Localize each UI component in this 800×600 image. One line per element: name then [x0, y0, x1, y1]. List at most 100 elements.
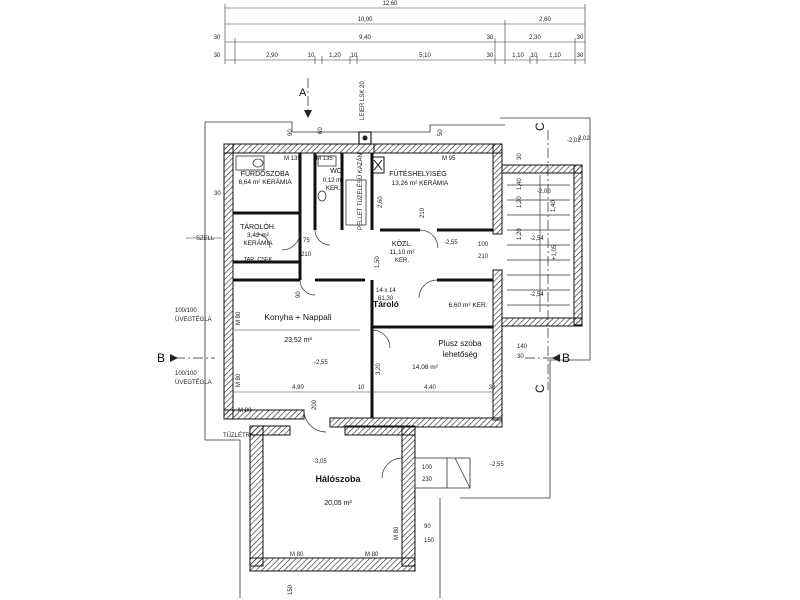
dim-bed-door2: 230	[422, 477, 433, 483]
dim-row2-b: 9,40	[359, 35, 371, 41]
room-storage-area: 6,60 m² KER.	[448, 302, 487, 309]
glass-block-1b: ÜVEGTÉGLA	[175, 316, 212, 323]
dim-v260: 2,60	[378, 196, 384, 208]
dim-v210: 210	[420, 207, 426, 218]
bathroom-fixtures	[235, 155, 367, 226]
room-corridor-area: 11,10 m²	[389, 249, 415, 256]
room-pantry-name: TÁROLÓH.	[240, 222, 276, 231]
dim-row1-a: 10,00	[357, 17, 373, 23]
dim-door-a: 75	[303, 238, 310, 244]
level-kitchen: -2,55	[314, 360, 328, 366]
glass-block-1a: 100/100	[175, 308, 197, 314]
dim-corr-a: 1,50	[375, 256, 381, 268]
exterior-steps	[414, 457, 471, 489]
dim-v120: 1,20	[517, 196, 523, 208]
glass-block-2a: 100/100	[175, 371, 197, 377]
lintel-m80-side1: M 80	[236, 311, 242, 325]
dim-bed-bottom: 150	[288, 584, 294, 595]
dim-row3-c: 10	[308, 53, 315, 59]
room-corridor-floor: KER.	[395, 258, 409, 264]
section-b-right-label: B	[562, 351, 570, 365]
room-storage-name: Tároló	[373, 299, 399, 309]
room-pantry-note: TAR. CSEK	[244, 257, 273, 263]
dim-row3-d: 1,20	[329, 53, 341, 59]
lintel-m135-b: M 135	[316, 156, 333, 162]
glass-block-2b: ÜVEGTÉGLA	[175, 379, 212, 386]
dim-right-c: 30	[517, 153, 523, 160]
dim-right-a: 1,20	[517, 228, 523, 240]
level-right-ext: -2,00	[537, 189, 551, 195]
section-b-left-arrow	[170, 354, 178, 362]
room-corridor-name: KÖZL.	[392, 240, 412, 248]
dim-row1-b: 2,60	[539, 17, 551, 23]
section-a-label: A	[299, 87, 307, 99]
dim-k30: 30	[489, 385, 496, 391]
annotations: SZELL PELLET TÜZELÉSŰ KAZÁN 100/100 ÜVEG…	[175, 153, 558, 558]
room-wc-area: 0,12 m²	[323, 178, 343, 184]
room-pantry-area: 3,42 m²	[247, 232, 270, 239]
lintel-m80-bed2: M 80	[365, 552, 379, 558]
leier-label: LEIER LSK 20	[360, 81, 366, 120]
room-bathroom-name: FÜRDŐSZOBA	[241, 169, 290, 178]
section-b-left-label: B	[157, 351, 165, 365]
top-dimension-chains	[224, 4, 586, 64]
section-c-bottom-label: C	[533, 384, 547, 393]
room-boiler-area: 13,26 m² KERÁMIA	[392, 178, 449, 187]
stair-note: +1,05	[552, 244, 558, 260]
dim-right-140: 140	[517, 344, 528, 350]
dim-kitchen-width: 4,90	[292, 385, 304, 391]
hatch-label: 14 x 14	[376, 288, 396, 294]
dim-v200: 200	[312, 399, 318, 410]
room-bedroom-name: Hálószoba	[315, 474, 361, 484]
dim-bed-win2: 150	[424, 538, 435, 544]
room-kitchen-name: Konyha + Nappali	[264, 312, 331, 322]
dim-v50: 50	[438, 129, 444, 136]
dim-kitchen-h: 3,20	[376, 363, 382, 375]
room-extra-name-2: lehetőség	[443, 350, 478, 359]
dim-extra-width: 4,40	[424, 385, 436, 391]
dim-total: 12,60	[382, 1, 398, 7]
dim-row3-k: 30	[577, 53, 584, 59]
dim-v90: 90	[296, 291, 302, 298]
dim-right-e: 2,02	[578, 136, 590, 142]
room-bathroom-area: 6,64 m² KERÁMIA	[238, 177, 292, 186]
dim-row3-h: 1,10	[512, 53, 524, 59]
dim-k10: 10	[358, 385, 365, 391]
szell-label: SZELL	[196, 236, 215, 242]
dim-row2-e: 30	[577, 35, 584, 41]
dim-row3-f: 5,10	[419, 53, 431, 59]
dim-row3-b: 2,90	[266, 53, 278, 59]
dimension-labels-top: 12,60 10,00 2,60 30 9,40 30 2,30 30 30 2…	[214, 1, 584, 59]
fire-ladder-label: TŰZLÉTRA	[223, 432, 254, 439]
room-pantry-floor: KERÁMIA	[243, 238, 273, 247]
level-top-right: -2,02	[567, 138, 581, 144]
dim-row3-g: 30	[487, 53, 494, 59]
chimney-flue	[362, 135, 368, 141]
right-dimension-labels: 1,20 1,40 30 1,40 2,02	[517, 136, 590, 240]
dim-bed-win1: 90	[424, 524, 431, 530]
dim-row3-a: 30	[214, 53, 221, 59]
dim-right-b: 1,40	[517, 178, 523, 190]
level-marks: -2,55 -2,55 -2,55 -3,05 -2,54 -2,54 -2,0…	[313, 138, 581, 468]
section-a-arrow	[304, 110, 312, 118]
dim-row2-d: 2,30	[529, 35, 541, 41]
dim-v30: 30	[214, 191, 221, 197]
room-boiler-name: FÜTÉSHELYISÉG	[389, 169, 446, 178]
level-main: -2,55	[444, 240, 458, 246]
dim-door-b: 210	[301, 252, 312, 258]
dim-row3-e: 10	[351, 53, 358, 59]
stair-annex	[501, 164, 583, 327]
level-bedroom: -3,05	[313, 459, 327, 465]
section-b-right-arrow	[552, 354, 560, 362]
room-extra-area: 14,08 m²	[412, 364, 438, 371]
lintel-m135-a: M 135	[284, 156, 301, 162]
room-bedroom-area: 20,05 m²	[324, 500, 352, 507]
dim-row3-j: 1,10	[549, 53, 561, 59]
room-kitchen-area: 23,52 m²	[284, 337, 312, 344]
room-labels: FÜRDŐSZOBA 6,64 m² KERÁMIA WC 0,12 m² KE…	[238, 168, 487, 507]
lintel-m80-bottom: M 80	[238, 408, 252, 414]
room-wc-name: WC	[330, 168, 342, 175]
dim-v90b: 90	[288, 129, 294, 136]
inner-dimensions: 4,90 4,40 10 30 75 210 1,50 3,20 100 210…	[214, 127, 528, 595]
